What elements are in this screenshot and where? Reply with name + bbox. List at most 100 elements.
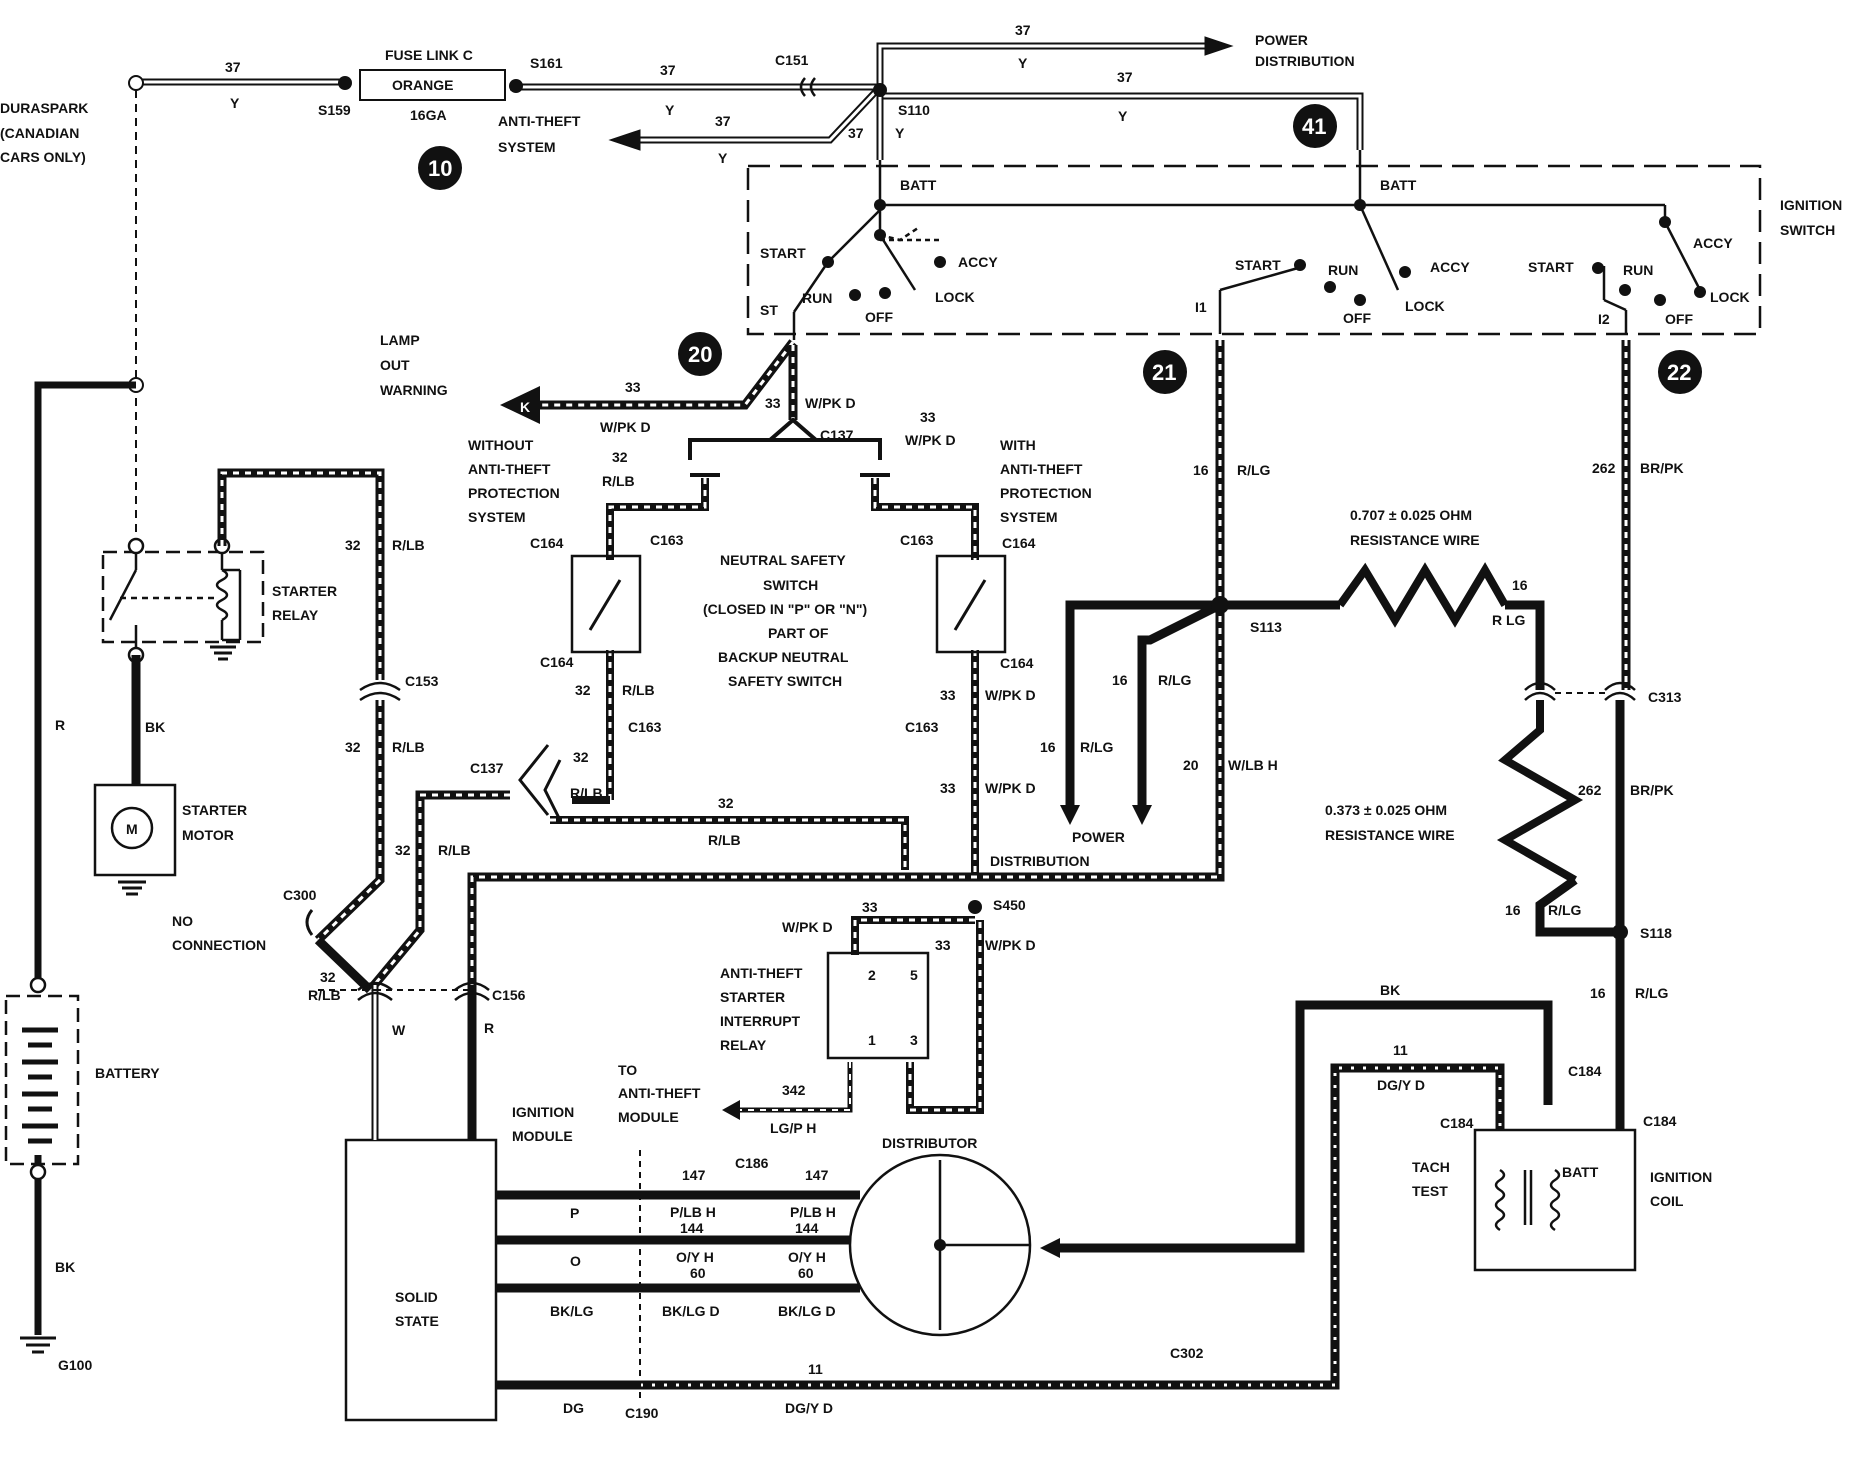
wire-37-num-c: 37 [715,113,731,129]
connector-c151-shape [799,77,816,97]
wire-y-a: Y [230,95,240,111]
nss-2: SWITCH [763,577,818,593]
starter-motor-box [93,783,177,877]
connector-c313-shape [1524,681,1636,701]
nss-3: (CLOSED IN "P" OR "N") [703,601,867,617]
nss-1: NEUTRAL SAFETY [720,552,846,568]
c156-label: C156 [492,987,526,1003]
wire-y-f: Y [1118,108,1128,124]
nss-5: BACKUP NEUTRAL [718,649,849,665]
duraspark-label-2: (CANADIAN [0,125,79,141]
off-label-right: OFF [1665,311,1693,327]
wire-32-num-c153: 32 [345,739,361,755]
anti-theft-label-2: SYSTEM [498,139,556,155]
wire-rlg-pd1: R/LG [1158,672,1192,688]
relay-pin-5: 5 [910,967,918,983]
neutral-switch-right [935,554,1007,654]
wire-16-num-pd1: 16 [1112,672,1128,688]
relay-pin-2: 2 [868,967,876,983]
tach-test-2: TEST [1412,1183,1448,1199]
ignition-coil-1: IGNITION [1650,1169,1712,1185]
off-label-mid: OFF [1343,310,1371,326]
coil-batt-label: BATT [1562,1164,1599,1180]
c137-label-top: C137 [820,427,854,443]
c300-label: C300 [283,887,317,903]
wire-y-b: Y [665,102,675,118]
ignition-switch-label-1: IGNITION [1780,197,1842,213]
distributor-wires [496,1063,1505,1400]
wire-16-num-res1: 16 [1512,577,1528,593]
connector-c156-shape [357,981,490,1001]
motor-ground-icon [118,880,146,896]
ignition-switch-label-2: SWITCH [1780,222,1835,238]
wire-plbh-b: P/LB H [790,1204,836,1220]
wire-32-num-l4: 32 [718,795,734,811]
fuse-gauge-label: 16GA [410,107,447,123]
anti-theft-relay-1: ANTI-THEFT [720,965,803,981]
st-label: ST [760,302,778,318]
lamp-out-k-arrow [500,386,540,424]
start-label-mid: START [1235,257,1281,273]
wire-rlb-l4: R/LB [708,832,741,848]
wire-wpk-r2: W/PK D [985,687,1036,703]
batt-label-right: BATT [1380,177,1417,193]
wire-262-brpk [1615,340,1631,1130]
wire-16-num-res2: 16 [1505,902,1521,918]
s161-label: S161 [530,55,563,71]
wire-wpk-relay: W/PK D [782,919,833,935]
c163-label-left: C163 [650,532,684,548]
wire-32-num-l3: 32 [573,749,589,765]
run-label-left: RUN [802,290,832,306]
starter-relay-internals [108,548,242,655]
wire-32-rlb-relay [217,468,385,944]
nss-4: PART OF [768,625,829,641]
relay-ground-icon [210,645,236,661]
splice-s161 [509,79,523,93]
motor-icon [110,806,154,850]
wire-147-num-a: 147 [682,1167,706,1183]
c151-label: C151 [775,52,809,68]
c184-label-a: C184 [1568,1063,1602,1079]
batt-label-left: BATT [900,177,937,193]
motor-m-label: M [126,821,138,837]
fuse-link-c [359,69,506,101]
wire-32-num-relay: 32 [345,537,361,553]
wire-37-num-d: 37 [848,125,864,141]
without-at-1: WITHOUT [468,437,534,453]
wire-oyh-a: O/Y H [676,1249,714,1265]
c164-label-right-2: C164 [1000,655,1034,671]
wire-bk-battery: BK [55,1259,75,1275]
wire-wpk-r3: W/PK D [985,780,1036,796]
with-at-3: PROTECTION [1000,485,1092,501]
wire-33-lamp-out [540,339,798,420]
svg-text:22: 22 [1667,360,1691,385]
neutral-switch-left [570,554,642,654]
ignition-switch-internals [792,150,1702,340]
ignition-module-2: MODULE [512,1128,573,1144]
wire-32-num-bottom: 32 [320,969,336,985]
s113-distribution-wires [1065,600,1223,805]
duraspark-terminal [128,75,144,91]
lock-label-right: LOCK [1710,289,1750,305]
wire-o-label: O [570,1253,581,1269]
with-at-2: ANTI-THEFT [1000,461,1083,477]
splice-s159 [338,76,352,90]
wire-11-num-bottom: 11 [808,1361,823,1377]
wire-rlb-c153: R/LB [392,739,425,755]
resistance-wire-1 [1220,562,1545,690]
wire-r-battery: R [55,717,65,733]
resistance-wire-2 [1496,700,1620,937]
wire-y-e: Y [1018,55,1028,71]
splice-s450 [968,900,982,914]
wire-342-num: 342 [782,1082,806,1098]
solid-state-2: STATE [395,1313,439,1329]
wire-rlb-relay: R/LB [392,537,425,553]
s110-label: S110 [898,102,930,118]
wire-p-label: P [570,1205,579,1221]
s450-label: S450 [993,897,1026,913]
ground-g100-icon [20,1336,56,1354]
wire-37-num-e: 37 [1015,22,1031,38]
battery-feed-wire [34,381,136,1335]
power-dist-top-2: DISTRIBUTION [1255,53,1355,69]
wire-37-num-b: 37 [660,62,676,78]
